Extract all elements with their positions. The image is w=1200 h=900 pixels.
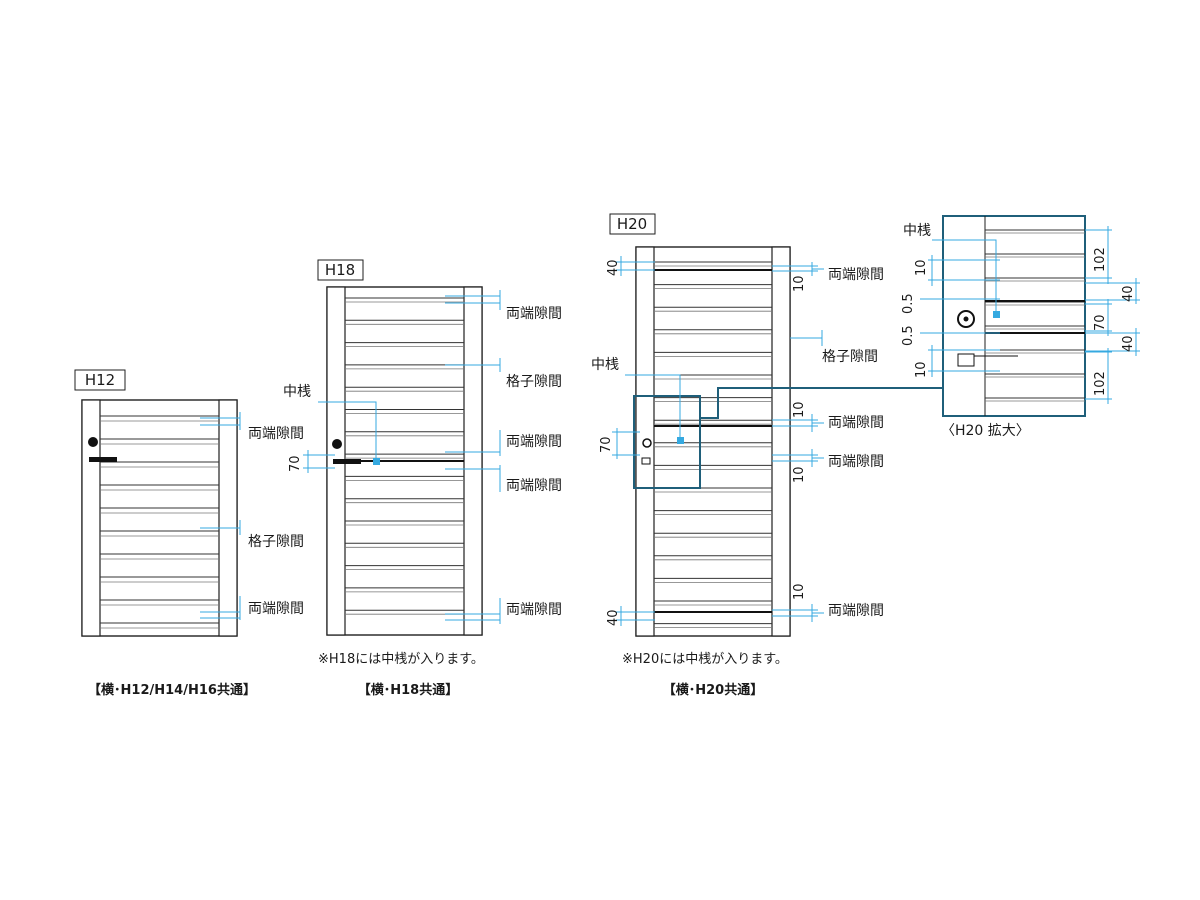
h20-key-cylinder [642, 438, 652, 448]
h12-label-top: 両端隙間 [248, 426, 304, 442]
h12-tag-box [74, 369, 126, 391]
zoom-dim-right-4: 40 [1121, 335, 1136, 352]
h12-left-post [81, 399, 101, 637]
h18-handle [333, 459, 361, 464]
h12-key-cylinder [88, 437, 98, 447]
h12-slats [100, 415, 219, 629]
h20-dim-bot10: 10 [792, 583, 807, 600]
h20-zoom-detail: 中桟 10 0.5 0.5 10 102 40 70 40 102 [901, 215, 1140, 439]
h12-panel: H12 両端隙間 格子隙間 両端隙間 【横･H12/H14/H16共通】 [74, 369, 304, 698]
h18-slats [345, 297, 464, 615]
h18-note: ※H18には中桟が入ります。 [318, 652, 484, 667]
h12-caption: 【横･H12/H14/H16共通】 [88, 682, 256, 698]
h12-tag: H12 [85, 371, 115, 389]
h18-tag-box [317, 259, 364, 281]
h18-caption: 【横･H18共通】 [358, 682, 458, 698]
h18-label-d: 両端隙間 [506, 478, 562, 494]
h20-zoom-box [633, 395, 701, 489]
h20-zoom-connector [700, 387, 943, 419]
zoom-dim-right-2: 40 [1121, 285, 1136, 302]
h18-panel: H18 中桟 70 両端隙間 格子隙間 両端隙間 両端隙間 両端隙間 ※H18に… [283, 259, 562, 698]
h18-label-c: 両端隙間 [506, 434, 562, 450]
h20-dim-top10: 10 [792, 275, 807, 292]
h20-dim-mid10a: 10 [792, 401, 807, 418]
h18-label-a: 両端隙間 [506, 306, 562, 322]
h20-label-c: 両端隙間 [828, 415, 884, 431]
h18-key-cylinder [332, 439, 342, 449]
h20-right-post [771, 246, 791, 637]
h12-handle [89, 457, 117, 462]
zoom-dim-right-1: 102 [1093, 247, 1108, 272]
h20-center-rail-marker [677, 437, 684, 444]
h12-gate-frame [81, 399, 238, 637]
h20-handle [641, 457, 651, 465]
h18-center-rail-label: 中桟 [283, 384, 311, 400]
h12-label-middle: 格子隙間 [248, 534, 304, 550]
h20-tag: H20 [617, 215, 647, 233]
h20-label-b: 格子隙間 [822, 349, 878, 365]
h18-dim-70: 70 [288, 455, 303, 472]
zoom-center-rail-marker [993, 311, 1000, 318]
zoom-dim-left-1: 10 [914, 259, 929, 276]
h20-dim-bot40: 40 [606, 609, 621, 626]
h20-caption: 【横･H20共通】 [663, 682, 763, 698]
h20-note: ※H20には中桟が入ります。 [622, 652, 788, 667]
zoom-caption: 〈H20 拡大〉 [941, 423, 1030, 439]
zoom-center-rail-label: 中桟 [903, 223, 931, 239]
h18-label-e: 両端隙間 [506, 602, 562, 618]
h20-label-e: 両端隙間 [828, 603, 884, 619]
h12-label-bottom: 両端隙間 [248, 601, 304, 617]
h20-dim-mid10b: 10 [792, 466, 807, 483]
h12-right-post [218, 399, 238, 637]
h18-label-b: 格子隙間 [506, 374, 562, 390]
h18-center-rail-marker [373, 458, 380, 465]
zoom-slats [985, 229, 1085, 402]
h20-panel: H20 中桟 40 70 40 10 両端隙間 格子隙間 [591, 213, 943, 698]
h20-tag-box [609, 213, 656, 235]
h18-center-rail-leader [318, 401, 377, 460]
h20-dim-top40: 40 [606, 259, 621, 276]
h20-label-d: 両端隙間 [828, 454, 884, 470]
h20-label-a: 両端隙間 [828, 267, 884, 283]
zoom-dim-right-3: 70 [1093, 314, 1108, 331]
h18-tag: H18 [325, 261, 355, 279]
zoom-dim-left-3: 0.5 [901, 325, 916, 346]
h20-dim-70: 70 [599, 436, 614, 453]
zoom-dim-left-2: 0.5 [901, 293, 916, 314]
zoom-center-rail-leader [932, 239, 997, 312]
zoom-dim-left-4: 10 [914, 361, 929, 378]
h18-right-post [463, 286, 483, 636]
zoom-handle [957, 353, 975, 367]
h20-center-rail-leader [625, 374, 681, 440]
zoom-dim-right-5: 102 [1093, 371, 1108, 396]
h20-gate-frame [635, 246, 791, 637]
h20-center-rail-label: 中桟 [591, 357, 619, 373]
